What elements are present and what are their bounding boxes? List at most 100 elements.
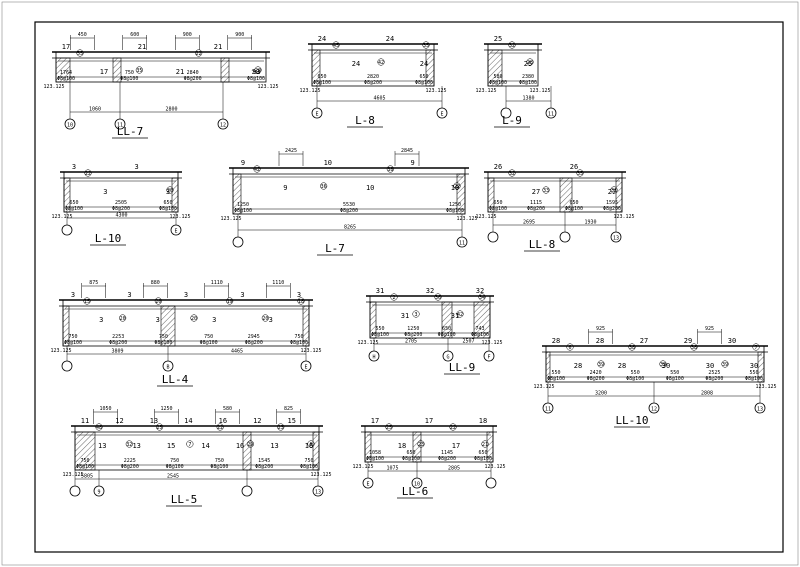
rebar-mark-label: 48 [96, 425, 102, 431]
rebar-mark-circle [659, 360, 667, 368]
level-mark: 123.125 [755, 384, 776, 390]
rebar-mark-circle [156, 423, 164, 431]
section-bar-label: 10 [324, 159, 332, 167]
rebar-mark-circle [542, 186, 550, 194]
stirrup-zone-length: 750 [294, 334, 303, 340]
section-bar-label: 33 [252, 68, 260, 76]
axis-bubble-label: 11 [548, 112, 554, 118]
stirrup-zone-length: 1764 [60, 70, 72, 76]
stirrup-spacing: Φ8@200 [121, 464, 139, 470]
axis-bubble [436, 107, 448, 119]
stirrup-spacing: Φ8@100 [446, 208, 464, 214]
rebar-mark-label: 22 [85, 171, 91, 177]
stirrup-spacing: Φ8@100 [371, 332, 389, 338]
section-bar-label: 13 [132, 442, 140, 450]
section-bar-label: 17 [425, 417, 433, 425]
rebar-mark-circle [390, 293, 398, 301]
hatched-column-support [242, 431, 252, 471]
axis-bubble-label: 11 [117, 123, 123, 129]
span-dimension-label: 4300 [115, 213, 127, 219]
beam-caption: LL-7 [117, 125, 144, 138]
hatched-column-support [559, 177, 573, 213]
rebar-mark-label: 7 [754, 345, 757, 351]
stirrup-spacing: Φ8@200 [109, 340, 127, 346]
stirrup-zone-length: 750 [251, 70, 260, 76]
rebar-mark-circle [434, 293, 442, 301]
stirrup-zone-length: 1250 [237, 202, 249, 208]
stirrup-zone-length: 743 [475, 326, 484, 332]
rebar-mark-label: 39 [660, 362, 666, 368]
stirrup-zone-length: 750 [159, 334, 168, 340]
rebar-mark-circle [628, 343, 636, 351]
rebar-mark-label: 22 [217, 425, 223, 431]
section-bar-label: 18 [479, 417, 487, 425]
rebar-mark-circle [76, 49, 84, 57]
hatched-column-support [615, 177, 623, 213]
stirrup-spacing: Φ8@100 [313, 80, 331, 86]
section-bar-label: 30 [662, 362, 670, 370]
level-mark: 123.125 [352, 464, 373, 470]
axis-bubble [61, 224, 73, 236]
stirrup-spacing: Φ8@100 [366, 456, 384, 462]
section-bar-label: 3 [127, 291, 131, 299]
rebar-mark-label: 2 [392, 295, 395, 301]
rebar-mark-circle [422, 41, 430, 49]
stirrup-spacing: Φ8@200 [340, 208, 358, 214]
stirrup-zone-length: 2505 [115, 200, 127, 206]
stirrup-spacing: Φ8@100 [489, 80, 507, 86]
rebar-mark-circle [135, 66, 143, 74]
rebar-mark-circle [125, 440, 133, 448]
stirrup-zone-length: 750 [125, 70, 134, 76]
axis-bubble [411, 477, 423, 489]
stirrup-zone-length: 650 [69, 200, 78, 206]
rebar-mark-circle [261, 314, 269, 322]
beam-l-8: 24242424454235650Φ8@1002820Φ8@200650Φ8@1… [299, 35, 448, 128]
span-dimension-label: 1060 [89, 107, 101, 113]
axis-bubble [500, 107, 512, 119]
rebar-mark-circle [386, 165, 394, 173]
span-dimension-label: 4605 [373, 96, 385, 102]
section-bar-label: 31 [376, 287, 384, 295]
section-bar-label: 25 [494, 35, 502, 43]
top-dimension-label: 1110 [272, 280, 284, 286]
rebar-mark-circle [478, 293, 486, 301]
axis-bubble-label: 13 [757, 407, 763, 413]
stirrup-zone-length: 2420 [590, 370, 602, 376]
rebar-mark-label: 32 [509, 43, 515, 49]
beam-caption: LL-6 [402, 485, 429, 498]
rebar-mark-label: 35 [136, 68, 142, 74]
level-mark: 123.125 [51, 214, 72, 220]
level-mark: 123.125 [456, 216, 477, 222]
top-dimension-label: 825 [284, 406, 293, 412]
stirrup-spacing: Φ8@100 [234, 208, 252, 214]
rebar-mark-label: 35 [577, 171, 583, 177]
rebar-mark-label: 33 [543, 188, 549, 194]
section-bar-label: 3 [99, 316, 103, 324]
rebar-mark-label: 38 [629, 345, 635, 351]
span-dimension-label: 4465 [231, 349, 243, 355]
section-bar-label: 18 [398, 442, 406, 450]
axis-bubble-label: H [372, 355, 375, 361]
rebar-mark-label: 22 [454, 184, 460, 190]
rebar-mark-label: 42 [457, 312, 463, 318]
hatched-column-support [757, 351, 765, 383]
stirrup-zone-length: 650 [442, 326, 451, 332]
hatched-column-support [369, 301, 377, 339]
axis-bubble [542, 402, 554, 414]
rebar-mark-label: 38 [691, 345, 697, 351]
section-bar-label: 9 [283, 184, 287, 192]
section-bar-label: 21 [138, 43, 146, 51]
level-mark: 123.125 [169, 214, 190, 220]
stirrup-zone-length: 750 [204, 334, 213, 340]
stirrup-zone-length: 1545 [258, 458, 270, 464]
stirrup-zone-length: 750 [170, 458, 179, 464]
stirrup-zone-length: 2253 [112, 334, 124, 340]
rebar-mark-label: 21 [482, 442, 488, 448]
stirrup-zone-length: 550 [375, 326, 384, 332]
stirrup-spacing: Φ8@100 [166, 464, 184, 470]
level-mark: 123.125 [257, 84, 278, 90]
span-dimension-label: 1075 [386, 466, 398, 472]
